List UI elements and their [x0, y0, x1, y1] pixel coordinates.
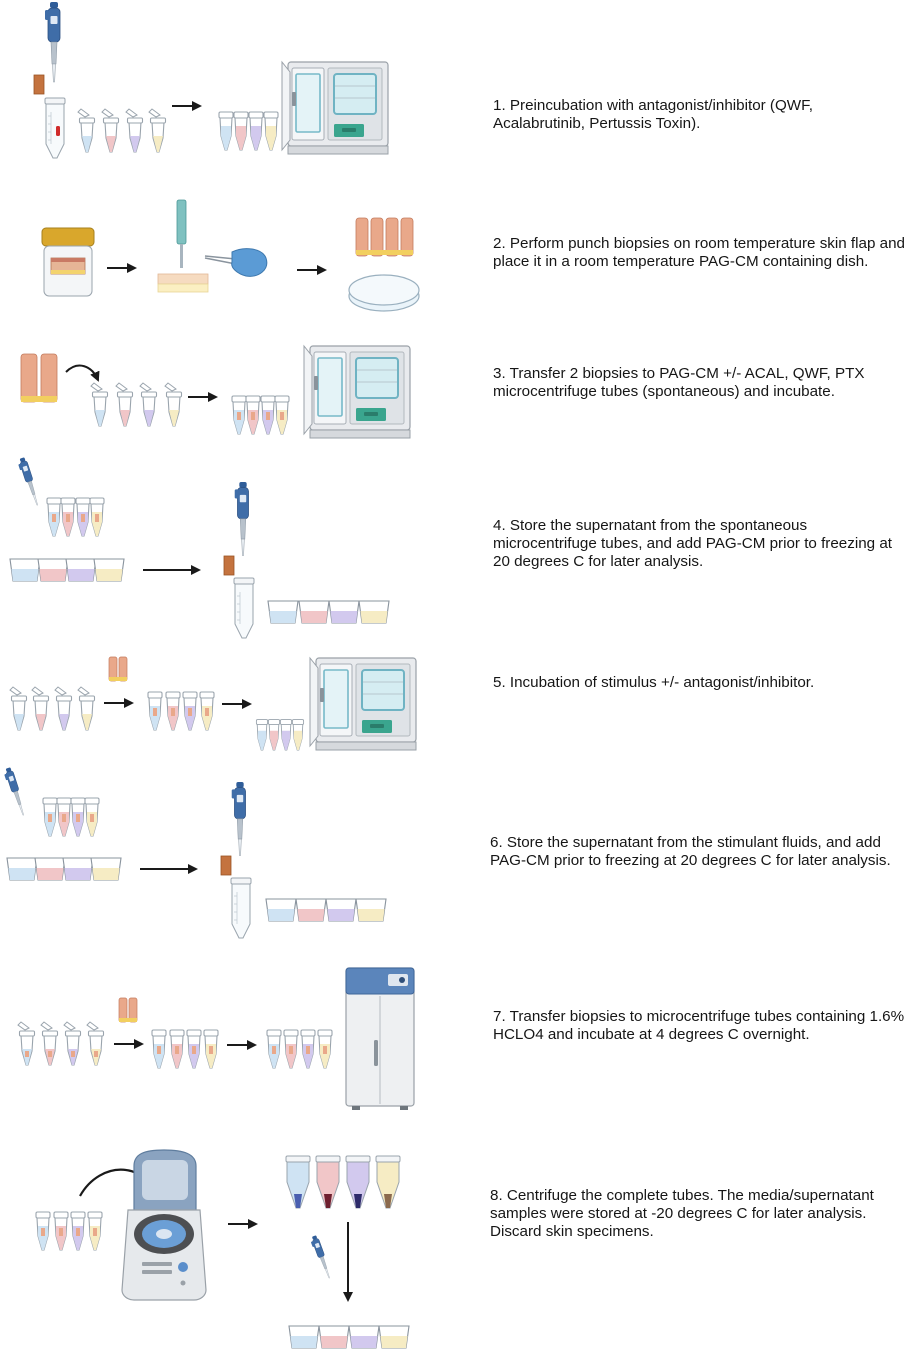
- step-2-caption: 2. Perform punch biopsies on room temper…: [493, 235, 905, 270]
- biopsy-icon: [223, 555, 235, 576]
- specimen-jar-icon: [41, 227, 95, 297]
- pipette-icon: [16, 456, 42, 508]
- forceps-hand-icon: [204, 248, 268, 277]
- pipette-icon: [2, 766, 28, 818]
- biopsy-icon: [33, 74, 45, 95]
- microcentrifuge-tube-icon: [125, 108, 144, 153]
- microcentrifuge-tube-icon: [148, 108, 167, 153]
- step-8-illustration: [35, 1149, 410, 1349]
- step-2-illustration: [41, 199, 420, 312]
- conical-tube-icon: [44, 97, 66, 159]
- biopsy-icon: [220, 855, 232, 876]
- biopsy-icon: [108, 656, 128, 682]
- biopsy-icon: [20, 353, 58, 403]
- step-8-caption: 8. Centrifuge the complete tubes. The me…: [490, 1187, 874, 1240]
- pipette-icon: [234, 481, 249, 557]
- well-plate-icon: [9, 558, 125, 582]
- skin-flap-icon: [157, 273, 209, 293]
- petri-dish-icon: [348, 274, 420, 312]
- step-1-caption: 1. Preincubation with antagonist/inhibit…: [493, 97, 813, 132]
- step-3-illustration: [20, 345, 411, 439]
- incubator-icon: [281, 61, 389, 155]
- pipette-icon: [231, 781, 246, 857]
- step-6-illustration: [2, 766, 387, 939]
- microcentrifuge-tube-icon: [77, 108, 96, 153]
- biopsy-icon: [118, 997, 138, 1023]
- step-4-illustration: [9, 456, 390, 639]
- conical-tube-icon: [230, 877, 252, 939]
- step-7-illustration: [17, 967, 415, 1110]
- well-plate-icon: [265, 898, 387, 922]
- freezer-icon: [345, 967, 415, 1110]
- step-3-caption: 3. Transfer 2 biopsies to PAG-CM +/- ACA…: [493, 365, 865, 400]
- well-plate-icon: [267, 600, 390, 624]
- step-5-caption: 5. Incubation of stimulus +/- antagonist…: [493, 674, 815, 691]
- biopsy-icon: [355, 217, 414, 257]
- well-plate-icon: [6, 857, 122, 881]
- step-7-caption: 7. Transfer biopsies to microcentrifuge …: [493, 1008, 905, 1043]
- step-6-caption: 6. Store the supernatant from the stimul…: [490, 834, 891, 869]
- step-5-illustration: [9, 656, 417, 751]
- pipette-icon: [44, 1, 61, 83]
- incubator-icon: [309, 657, 417, 751]
- arrow-curved-icon: [65, 364, 100, 382]
- conical-tube-icon: [285, 1155, 401, 1209]
- centrifuge-icon: [121, 1149, 207, 1301]
- microcentrifuge-tube-icon: [101, 108, 120, 153]
- well-plate-icon: [288, 1325, 410, 1349]
- pipette-icon: [308, 1234, 333, 1281]
- biopsy-punch-icon: [176, 199, 187, 268]
- conical-tube-icon: [233, 577, 255, 639]
- step-4-caption: 4. Store the supernatant from the sponta…: [493, 517, 892, 570]
- incubator-icon: [303, 345, 411, 439]
- step-1-illustration: [33, 1, 389, 159]
